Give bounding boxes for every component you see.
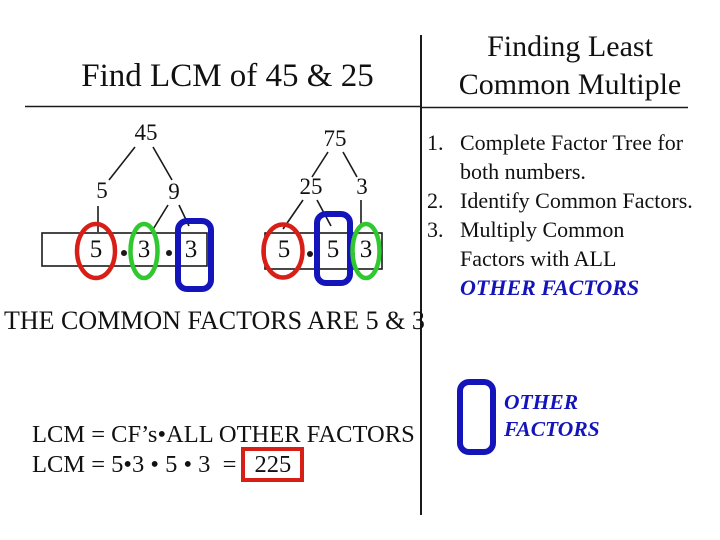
tree45-branch-line <box>152 146 173 181</box>
step-line: both numbers. <box>460 159 586 184</box>
common-factor-red-circle <box>261 222 305 280</box>
other-factor-blue-box <box>314 211 353 286</box>
tree75-factor-3: 3 <box>359 236 373 263</box>
lcm-equation-line: LCM = 5•3 • 5 • 3 =225 <box>32 447 305 482</box>
right-title-line2: Common Multiple <box>458 68 682 101</box>
step-text: Multiply Common Factors with ALL OTHER F… <box>460 215 719 302</box>
common-factors-statement: THE COMMON FACTORS ARE 5 & 3 <box>4 306 425 335</box>
step-line: Factors with ALL <box>460 246 617 271</box>
lcm-equation-prefix: LCM = 5•3 • 5 • 3 = <box>32 451 237 478</box>
step-highlight-other-factors: OTHER FACTORS <box>460 275 640 300</box>
multiply-dot <box>121 250 127 256</box>
left-panel-title: Find LCM of 45 & 25 <box>81 58 374 94</box>
tree75-factor-2: 5 <box>326 236 340 263</box>
tree75-branch-line <box>342 151 358 178</box>
common-factor-green-circle <box>128 221 160 281</box>
instruction-step-2: 2. Identify Common Factors. <box>427 186 719 215</box>
tree45-factor-box <box>41 232 208 267</box>
step-number: 3. <box>427 217 444 242</box>
step-line: Identify Common Factors. <box>460 188 693 213</box>
tree75-root-number: 75 <box>323 126 347 151</box>
step-text: Identify Common Factors. <box>460 186 719 215</box>
tree75-factor-1: 5 <box>277 236 291 263</box>
step-line: Complete Factor Tree for <box>460 130 684 155</box>
legend-line2: FACTORS <box>504 417 600 441</box>
tree45-factor-3: 3 <box>184 236 198 263</box>
multiply-dot <box>307 251 313 257</box>
tree45-factor-2: 3 <box>137 236 151 263</box>
tree45-factor-1: 5 <box>89 236 103 263</box>
lcm-result-box: 225 <box>241 447 305 482</box>
legend-line1: OTHER <box>504 390 579 414</box>
other-factor-blue-box <box>175 218 214 292</box>
step-number: 2. <box>427 188 444 213</box>
tree45-left-child: 5 <box>96 178 108 203</box>
instruction-step-3: 3. Multiply Common Factors with ALL OTHE… <box>427 215 719 302</box>
tree75-branch-line <box>311 151 329 178</box>
multiply-dot <box>166 250 172 256</box>
right-title-line1: Finding Least <box>487 30 653 63</box>
lcm-formula-line: LCM = CF’s•ALL OTHER FACTORS <box>32 421 415 448</box>
right-panel-title: Finding Least Common Multiple <box>420 28 720 104</box>
tree75-left-child: 25 <box>299 174 323 199</box>
other-factors-key-box <box>457 379 496 455</box>
common-factor-green-circle <box>350 221 382 281</box>
tree75-right-child: 3 <box>356 174 368 199</box>
step-line: Multiply Common <box>460 217 625 242</box>
tree45-right-child: 9 <box>168 179 180 204</box>
common-factor-red-circle <box>74 221 118 281</box>
step-text: Complete Factor Tree for both numbers. <box>460 128 719 186</box>
instruction-step-1: 1. Complete Factor Tree for both numbers… <box>427 128 719 186</box>
step-number: 1. <box>427 130 444 155</box>
other-factors-legend-label: OTHER FACTORS <box>504 389 600 443</box>
tree45-branch-line <box>108 146 136 181</box>
instruction-list: 1. Complete Factor Tree for both numbers… <box>427 128 719 302</box>
tree45-branch-line <box>151 204 169 232</box>
tree45-root-number: 45 <box>134 120 158 145</box>
